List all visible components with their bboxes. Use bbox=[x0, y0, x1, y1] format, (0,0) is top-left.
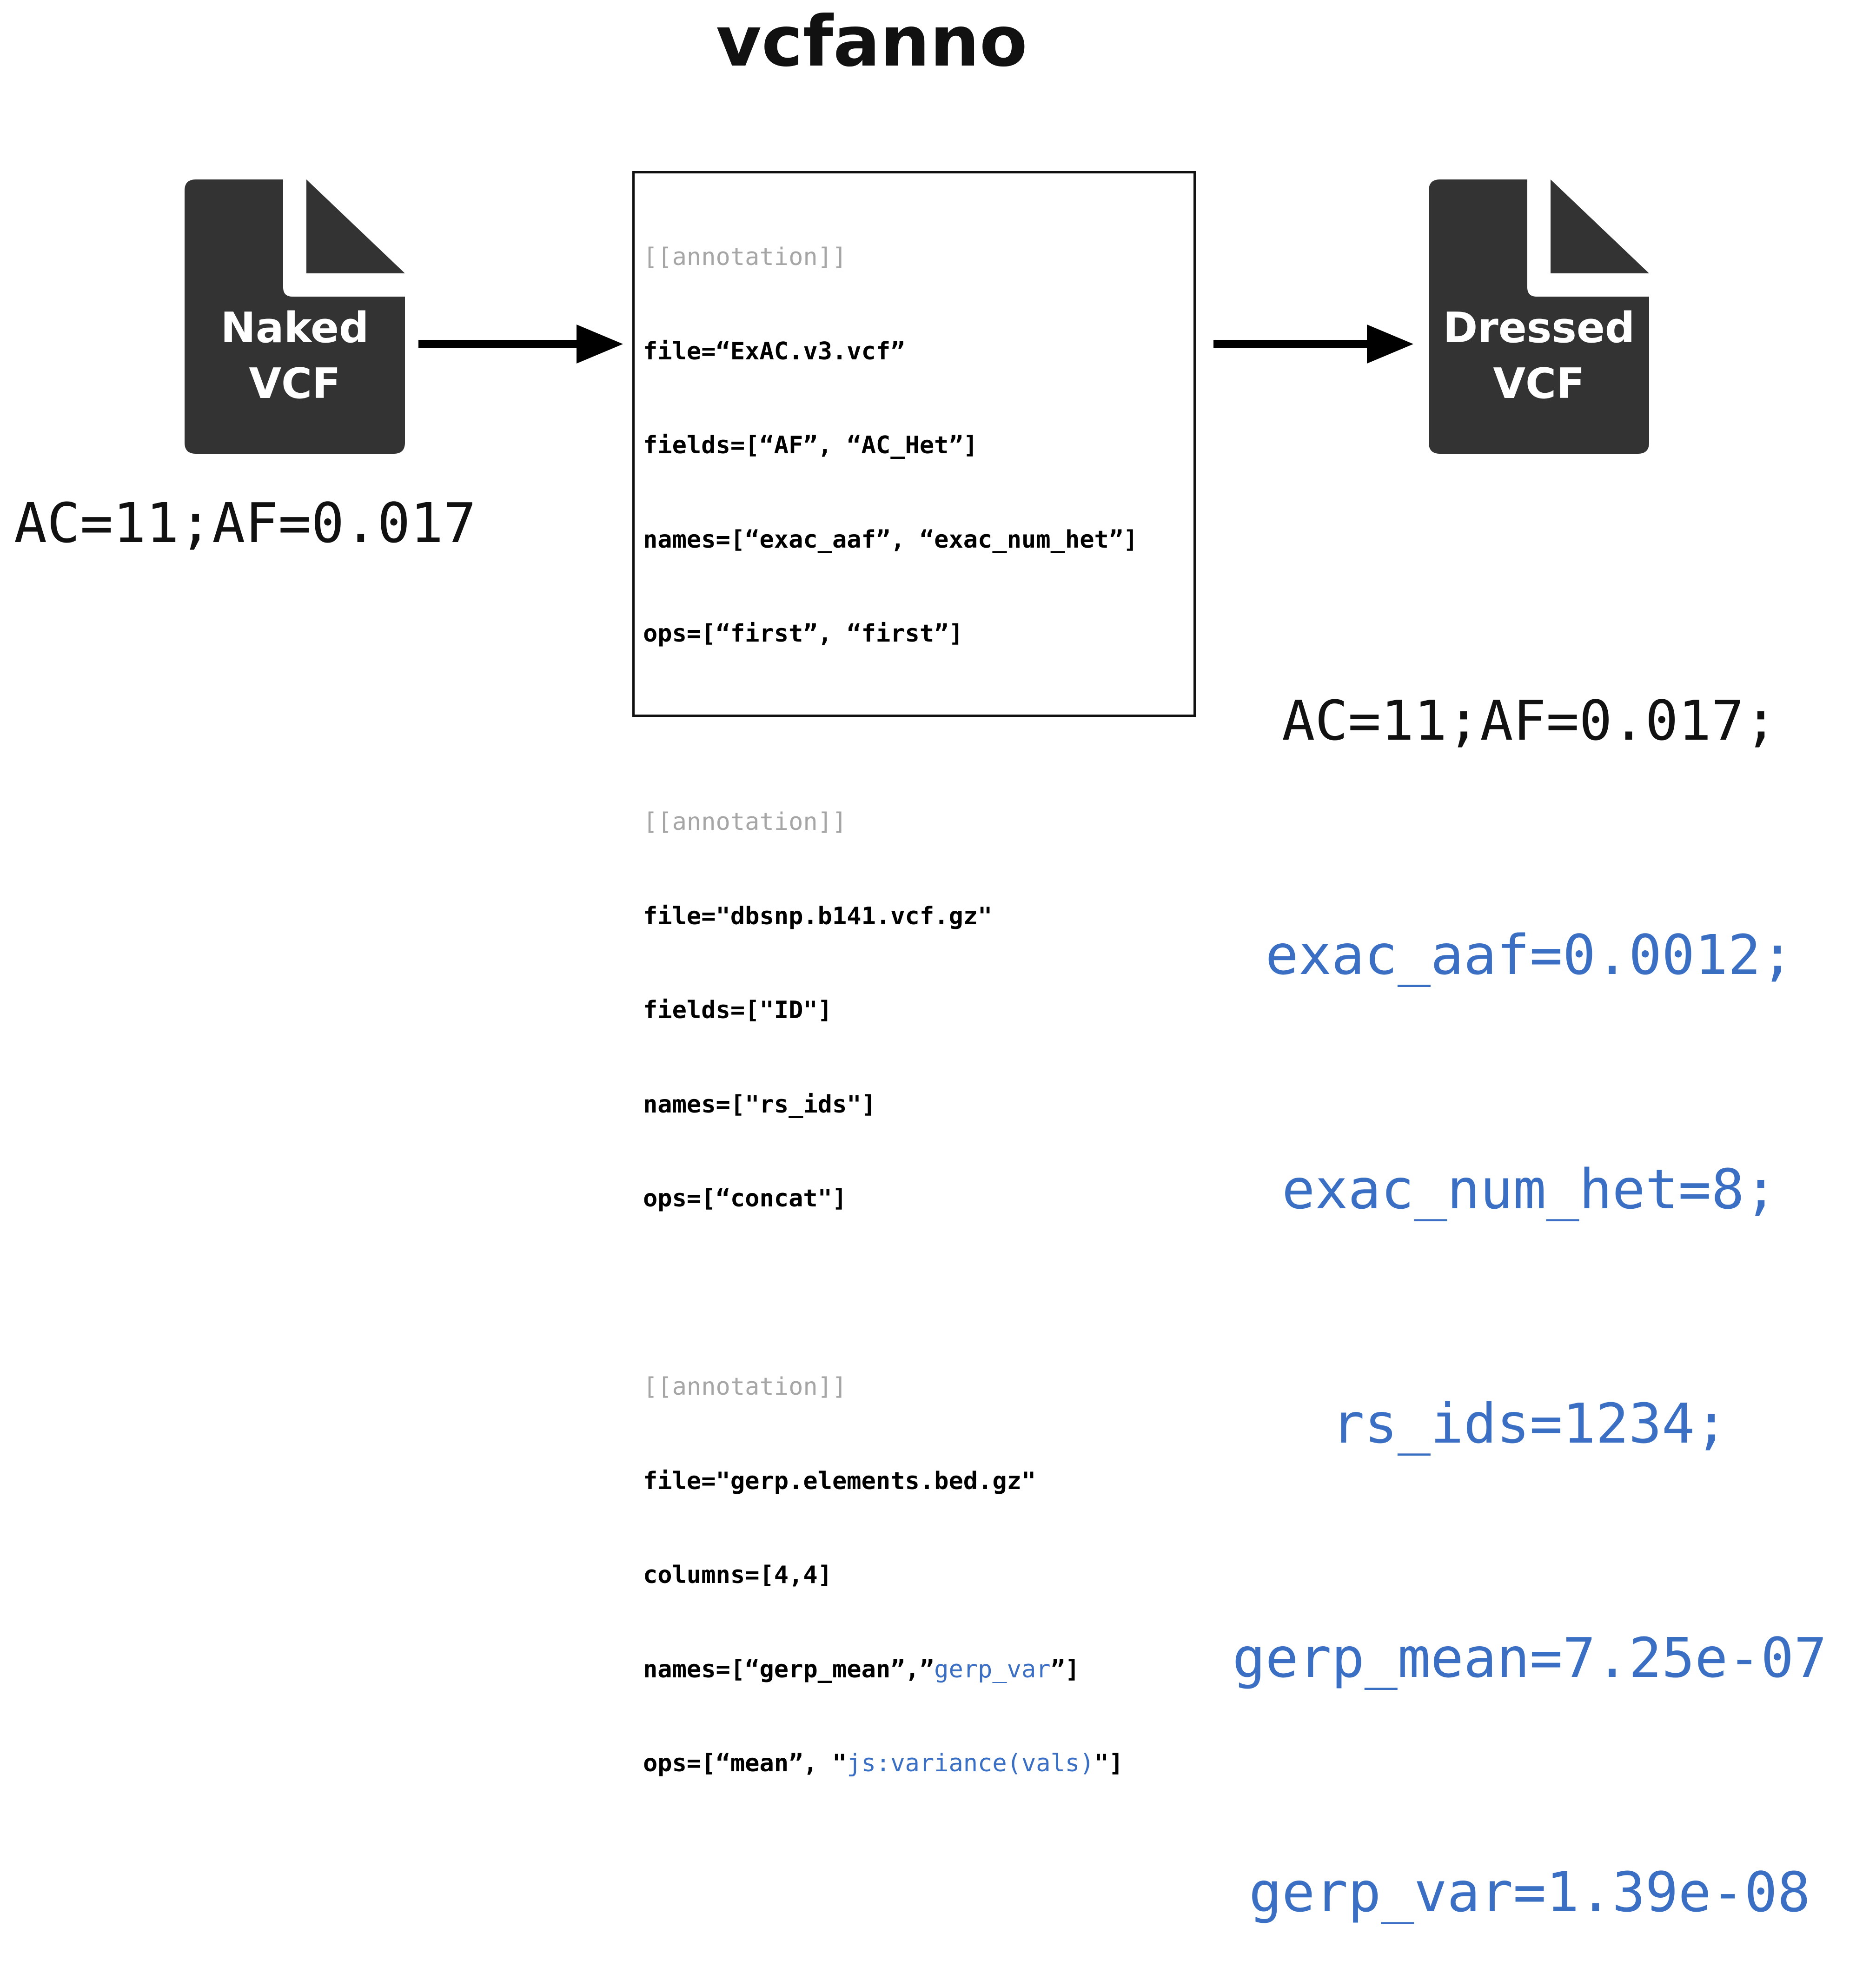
naked-vcf-label-line1: Naked bbox=[220, 304, 369, 352]
output-info-added: exac_aaf=0.0012; bbox=[1265, 923, 1794, 987]
config-text: ”] bbox=[1050, 1655, 1080, 1683]
annotation-header: [[annotation]] bbox=[643, 1373, 847, 1401]
config-text: "] bbox=[1094, 1749, 1124, 1777]
config-text: names=[“gerp_mean”,” bbox=[643, 1655, 935, 1683]
config-line: ops=[“first”, “first”] bbox=[643, 620, 963, 648]
diagram-title: vcfanno bbox=[716, 1, 1027, 82]
dressed-vcf-document: Dressed VCF bbox=[1429, 179, 1649, 454]
config-line: ops=[“concat"] bbox=[643, 1185, 847, 1212]
config-highlight: gerp_var bbox=[934, 1655, 1051, 1683]
output-info-field: AC=11;AF=0.017; exac_aaf=0.0012; exac_nu… bbox=[1190, 525, 1869, 1987]
config-ops-line: ops=[“mean”, "js:variance(vals)"] bbox=[643, 1748, 1193, 1780]
output-info-added: gerp_var=1.39e-08 bbox=[1249, 1860, 1810, 1924]
dressed-vcf-label-line2: VCF bbox=[1493, 359, 1585, 408]
config-line: file="dbsnp.b141.vcf.gz" bbox=[643, 902, 993, 930]
output-info-added: gerp_mean=7.25e-07 bbox=[1232, 1626, 1827, 1690]
output-info-original: AC=11;AF=0.017; bbox=[1282, 689, 1777, 753]
config-highlight: js:variance(vals) bbox=[847, 1749, 1094, 1777]
config-names-line: names=[“gerp_mean”,”gerp_var”] bbox=[643, 1654, 1193, 1686]
arrow-right-icon bbox=[1213, 325, 1413, 364]
arrow-right-icon bbox=[418, 325, 623, 364]
naked-vcf-document: Naked VCF bbox=[185, 179, 405, 454]
dressed-vcf-label-line1: Dressed bbox=[1443, 304, 1635, 352]
naked-vcf-label-line2: VCF bbox=[249, 359, 341, 408]
config-line: columns=[4,4] bbox=[643, 1561, 832, 1589]
vcfanno-config-box: [[annotation]] file=“ExAC.v3.vcf” fields… bbox=[632, 171, 1196, 1777]
annotation-header: [[annotation]] bbox=[643, 808, 847, 836]
config-text: ops=[“mean”, " bbox=[643, 1749, 847, 1777]
config-line: fields=[“AF”, “AC_Het”] bbox=[643, 431, 978, 459]
config-line: file="gerp.elements.bed.gz" bbox=[643, 1467, 1036, 1495]
output-info-added: exac_num_het=8; bbox=[1282, 1157, 1777, 1221]
config-line: names=[“exac_aaf”, “exac_num_het”] bbox=[643, 525, 1138, 554]
config-line: fields=["ID"] bbox=[643, 996, 832, 1024]
config-line: file=“ExAC.v3.vcf” bbox=[643, 337, 905, 365]
input-info-field: AC=11;AF=0.017 bbox=[14, 491, 477, 555]
document-icon bbox=[1429, 179, 1649, 454]
document-icon bbox=[185, 179, 405, 454]
output-info-added: rs_ids=1234; bbox=[1331, 1391, 1728, 1456]
annotation-header: [[annotation]] bbox=[643, 243, 847, 271]
config-line: names=["rs_ids"] bbox=[643, 1090, 876, 1119]
